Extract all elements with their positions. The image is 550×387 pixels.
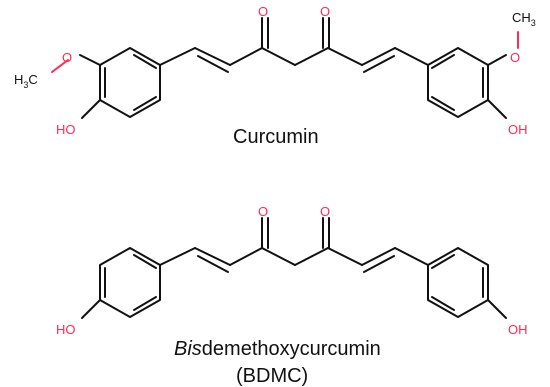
bond-left-ring-oh [81,99,101,119]
bdmc-right-hydroxyl: OH [508,322,528,337]
bond-left-ring-o [79,54,101,66]
bdmc-left-ring [99,247,161,318]
curcumin-right-methyl-label: CH3 [512,10,536,28]
bdmc-name-rest: demethoxycurcumin [202,338,381,360]
bdmc-structure: HO O O OH Bisdemethoxycurcumin (BDMC) [56,204,528,387]
bdmc-ketone-o1: O [258,204,268,219]
curcumin-left-methyl-label: H3C [14,72,38,90]
curcumin-ketone-o2: O [320,4,330,19]
curcumin-structure: H3C O HO O O CH3 O OH Curcumin [14,4,536,148]
bdmc-ketone-o2: O [320,204,330,219]
bdmc-left-hydroxyl: HO [56,322,76,337]
bdmc-name-italic: Bis [174,338,202,360]
bdmc-chain [159,217,429,273]
bond-right-ring-o [487,54,507,66]
curcumin-left-ether-o: O [62,50,72,65]
curcumin-right-ether-o: O [510,50,520,65]
curcumin-right-ring [427,47,489,118]
bond-right-ring-oh [487,99,507,119]
curcumin-chain [159,17,429,73]
curcumin-right-hydroxyl: OH [508,122,528,137]
curcumin-left-hydroxyl: HO [56,122,76,137]
bdmc-name: Bisdemethoxycurcumin [174,338,381,360]
curcumin-ketone-o1: O [258,4,268,19]
bdmc-bond-left-oh [81,299,101,319]
bdmc-right-ring [427,247,489,318]
curcumin-name: Curcumin [233,126,319,148]
bdmc-bond-right-oh [487,299,507,319]
curcumin-left-ring [99,47,161,118]
bdmc-abbreviation: (BDMC) [236,365,308,387]
bond-left-o-methyl [51,59,69,73]
